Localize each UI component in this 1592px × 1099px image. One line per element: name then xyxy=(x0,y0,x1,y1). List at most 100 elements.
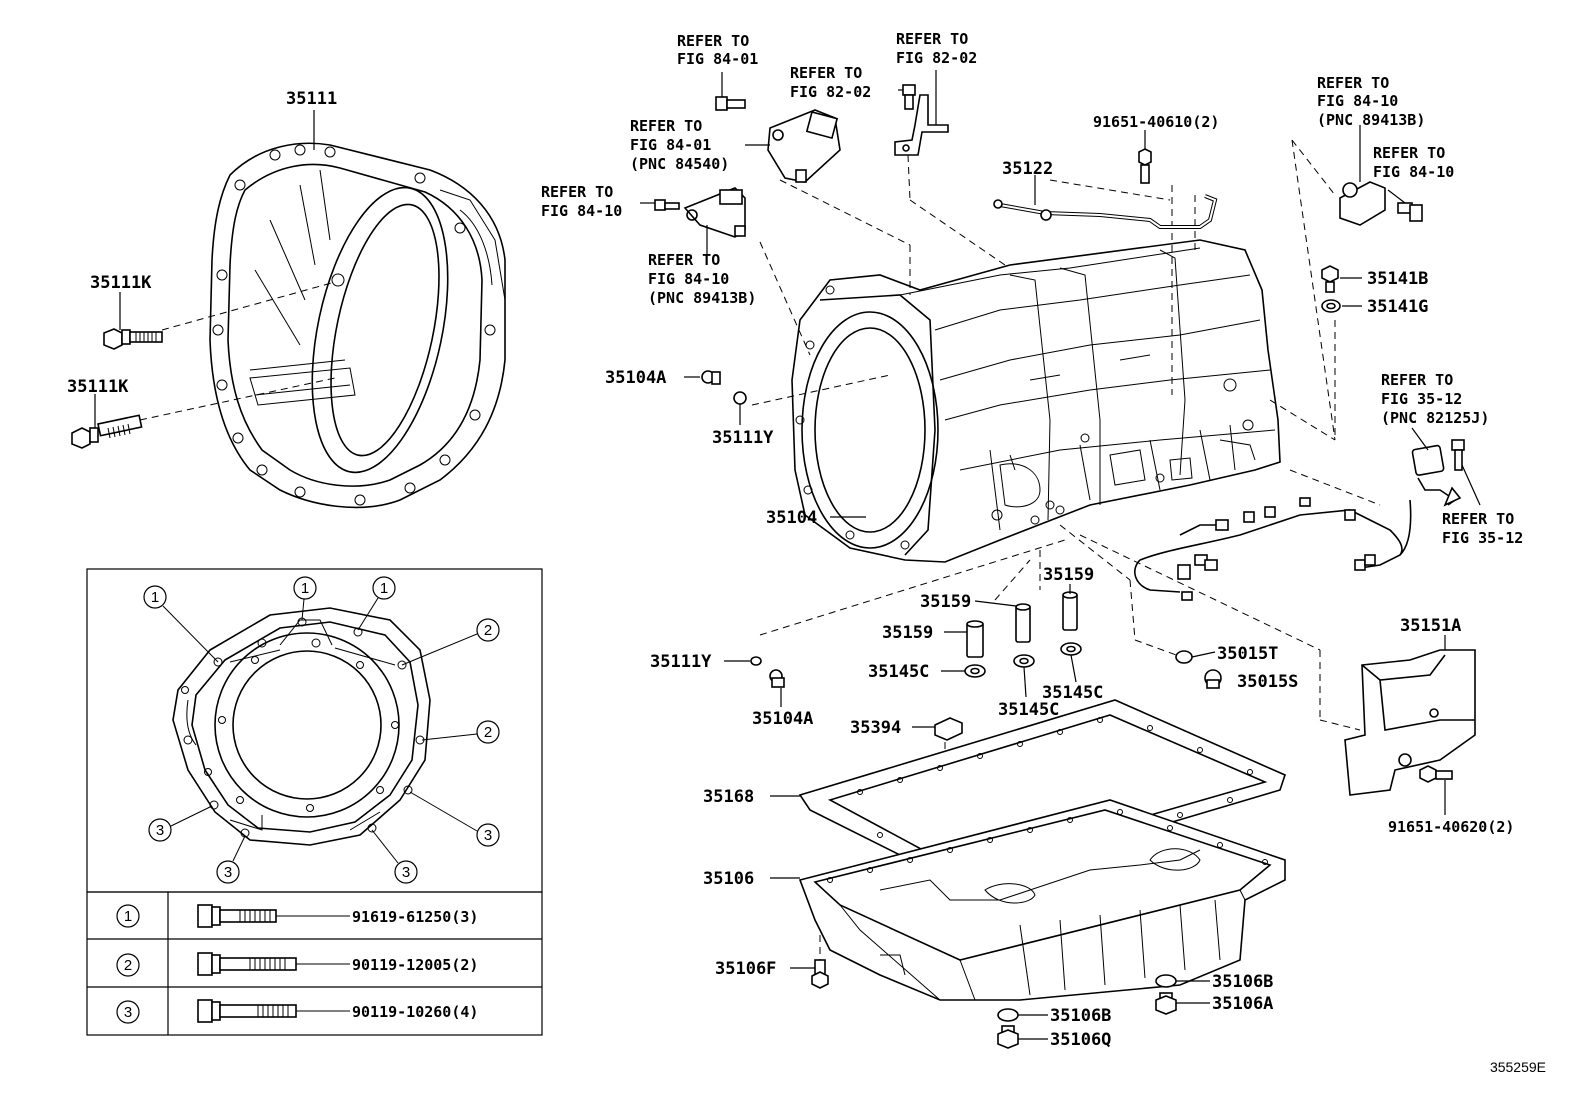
bolt-35111K-lower xyxy=(71,377,336,449)
label-35111: 35111 xyxy=(286,89,337,109)
bolt-91651-40620 xyxy=(1419,765,1453,815)
marker-label: 1 xyxy=(301,580,309,597)
plug-35106Q xyxy=(997,1025,1048,1049)
svg-text:REFER TO: REFER TO xyxy=(1381,371,1453,389)
marker-2b: 2 xyxy=(421,720,500,744)
label-35106: 35106 xyxy=(703,869,754,889)
svg-text:FIG 82-02: FIG 82-02 xyxy=(896,49,977,67)
marker-1b: 1 xyxy=(293,576,317,621)
label-35111Y-bottom: 35111Y xyxy=(650,652,712,672)
plug-35015S xyxy=(1204,669,1222,689)
oring-35015T xyxy=(1175,650,1216,664)
label-35106B-bottom: 35106B xyxy=(1050,1006,1111,1026)
part-labels: 35111 35111K 35111K 35104A 35111Y 35104 … xyxy=(67,89,1514,1050)
plug-35104A-bottom xyxy=(769,669,785,707)
svg-text:FIG 35-12: FIG 35-12 xyxy=(1442,529,1523,547)
svg-text:FIG 84-10: FIG 84-10 xyxy=(1373,163,1454,181)
svg-text:REFER TO: REFER TO xyxy=(630,117,702,135)
transmission-case-35104 xyxy=(791,239,1281,563)
svg-text:REFER TO: REFER TO xyxy=(541,183,613,201)
label-35145C-bottom: 35145C xyxy=(998,700,1059,720)
label-35141B: 35141B xyxy=(1367,269,1428,289)
label-35111K-lower: 35111K xyxy=(67,377,129,397)
bolt-35106F xyxy=(790,959,829,989)
sensor-ref-35-12 xyxy=(1411,427,1481,507)
ref-35-12-pnc: REFER TO FIG 35-12 (PNC 82125J) xyxy=(1381,371,1489,427)
bolt-table-row-3: 3 90119-10260(4) xyxy=(116,999,478,1024)
converter-housing-35111 xyxy=(209,110,506,509)
label-35159-right: 35159 xyxy=(1043,565,1094,585)
marker-label: 1 xyxy=(380,580,388,597)
label-91651-40620: 91651-40620(2) xyxy=(1388,818,1514,836)
wire-harness xyxy=(1134,497,1412,601)
bolt-layout-detail: 1 1 1 2 2 3 3 3 3 xyxy=(86,568,543,893)
svg-text:FIG 35-12: FIG 35-12 xyxy=(1381,390,1462,408)
bolt-35111K-upper xyxy=(103,281,336,350)
label-35141G: 35141G xyxy=(1367,297,1428,317)
marker-3c: 3 xyxy=(371,829,418,884)
label-35015T: 35015T xyxy=(1217,644,1278,664)
sleeve-35159-b xyxy=(1062,584,1078,631)
plug-35106A xyxy=(1155,992,1210,1015)
bolt-91651-40610 xyxy=(1138,130,1152,184)
marker-label: 3 xyxy=(402,864,410,881)
label-35015S: 35015S xyxy=(1237,672,1298,692)
washer-35141G xyxy=(1321,299,1362,313)
oil-pan-35106 xyxy=(770,799,1286,1001)
speed-sensor-84540 xyxy=(745,109,841,183)
label-35111Y-top: 35111Y xyxy=(712,428,774,448)
row-key: 3 xyxy=(124,1004,132,1021)
bolt-part-number-1: 91619-61250(3) xyxy=(352,908,478,926)
row-key: 1 xyxy=(124,908,132,925)
ref-82-02-left: REFER TO FIG 82-02 xyxy=(790,64,871,101)
bolt-table: 1 91619-61250(3) 2 90119-12005(2) 3 9011… xyxy=(86,891,543,1036)
washer-35145C-b xyxy=(1013,654,1035,698)
svg-text:FIG 84-10: FIG 84-10 xyxy=(648,270,729,288)
sleeve-35159-c xyxy=(944,620,984,658)
marker-1a: 1 xyxy=(143,585,219,663)
sensor-ref-84-10-right xyxy=(1339,125,1423,226)
svg-text:(PNC 82125J): (PNC 82125J) xyxy=(1381,409,1489,427)
washer-35145C-c xyxy=(1060,642,1082,683)
bolt-table-row-2: 2 90119-12005(2) xyxy=(116,952,478,977)
ref-84-01-pnc: REFER TO FIG 84-01 (PNC 84540) xyxy=(630,117,729,173)
svg-text:REFER TO: REFER TO xyxy=(648,251,720,269)
marker-3d: 3 xyxy=(409,791,500,847)
label-35111K-upper: 35111K xyxy=(90,273,152,293)
label-35159-mid: 35159 xyxy=(920,592,971,612)
marker-label: 3 xyxy=(156,822,164,839)
marker-label: 2 xyxy=(484,622,492,639)
ref-84-10-pnc-right: REFER TO FIG 84-10 (PNC 89413B) xyxy=(1317,74,1425,129)
ref-35-12: REFER TO FIG 35-12 xyxy=(1442,510,1523,547)
bolt-35141B xyxy=(1321,265,1362,293)
marker-3a: 3 xyxy=(148,805,213,842)
svg-text:REFER TO: REFER TO xyxy=(1373,144,1445,162)
svg-text:(PNC 89413B): (PNC 89413B) xyxy=(648,289,756,307)
bolt-ref-84-01-top xyxy=(715,72,746,111)
label-35104A-bottom: 35104A xyxy=(752,709,813,729)
svg-text:REFER TO: REFER TO xyxy=(677,32,749,50)
label-35104A-top: 35104A xyxy=(605,368,666,388)
svg-text:REFER TO: REFER TO xyxy=(1442,510,1514,528)
label-35168: 35168 xyxy=(703,787,754,807)
bolt-part-number-2: 90119-12005(2) xyxy=(352,956,478,974)
bracket-ref-82-02 xyxy=(894,70,949,156)
ref-84-10-left: REFER TO FIG 84-10 xyxy=(541,183,622,220)
label-35151A: 35151A xyxy=(1400,616,1461,636)
marker-label: 3 xyxy=(224,864,232,881)
label-35106F: 35106F xyxy=(715,959,776,979)
svg-text:FIG 84-10: FIG 84-10 xyxy=(1317,92,1398,110)
ref-82-02-right: REFER TO FIG 82-02 xyxy=(896,30,977,67)
ref-84-10-pnc-left: REFER TO FIG 84-10 (PNC 89413B) xyxy=(648,251,756,307)
svg-text:(PNC 84540): (PNC 84540) xyxy=(630,155,729,173)
svg-text:FIG 84-01: FIG 84-01 xyxy=(630,136,711,154)
sleeve-35159-a xyxy=(974,600,1031,643)
label-35106A: 35106A xyxy=(1212,994,1273,1014)
svg-text:FIG 84-01: FIG 84-01 xyxy=(677,50,758,68)
label-35394: 35394 xyxy=(850,718,901,738)
bolt-ref-82-02 xyxy=(898,84,916,110)
washer-35145C-a xyxy=(941,664,986,678)
label-91651-40610: 91651-40610(2) xyxy=(1093,113,1219,131)
gasket-35168 xyxy=(770,699,1286,886)
